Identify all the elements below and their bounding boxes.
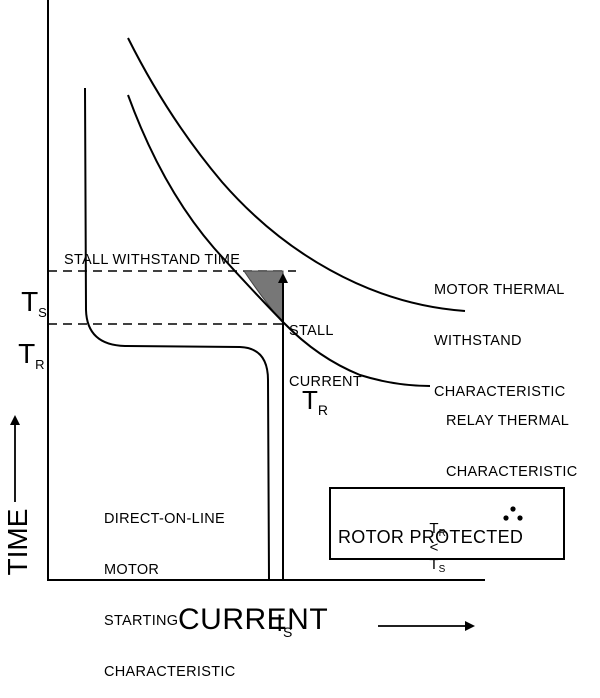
rotor-protection-box: TR < TS ROTOR PROTECTED	[329, 487, 565, 575]
tr-lt-ts-comparison: TR < TS	[429, 520, 446, 575]
therefore-dot-right	[517, 515, 523, 521]
stall-withstand-time-label: STALL WITHSTAND TIME	[64, 252, 241, 268]
therefore-dot-left	[503, 515, 509, 521]
therefore-dot-top	[510, 506, 516, 512]
current-axis-label: CURRENT	[178, 603, 329, 636]
ts-label: TS	[21, 286, 47, 320]
is-label: IS	[276, 610, 293, 640]
rotor-protected-text: ROTOR PROTECTED	[338, 527, 524, 547]
dol-starting-curve	[84, 87, 270, 581]
tr-label: TR	[18, 338, 45, 372]
diagram-canvas	[10, 0, 523, 631]
motor-thermal-curve	[127, 37, 466, 312]
motor-thermal-label: MOTOR THERMAL WITHSTAND CHARACTERISTIC	[434, 282, 566, 400]
tr-arrow-label: TR	[301, 385, 328, 418]
time-axis-label: TIME	[2, 508, 33, 576]
dol-starting-label: DIRECT-ON-LINE MOTOR STARTING CHARACTERI…	[104, 511, 236, 680]
relay-thermal-curve	[127, 94, 431, 387]
stall-current-label: STALL CURRENT	[289, 323, 362, 390]
relay-thermal-label: RELAY THERMAL CHARACTERISTIC	[446, 413, 578, 480]
